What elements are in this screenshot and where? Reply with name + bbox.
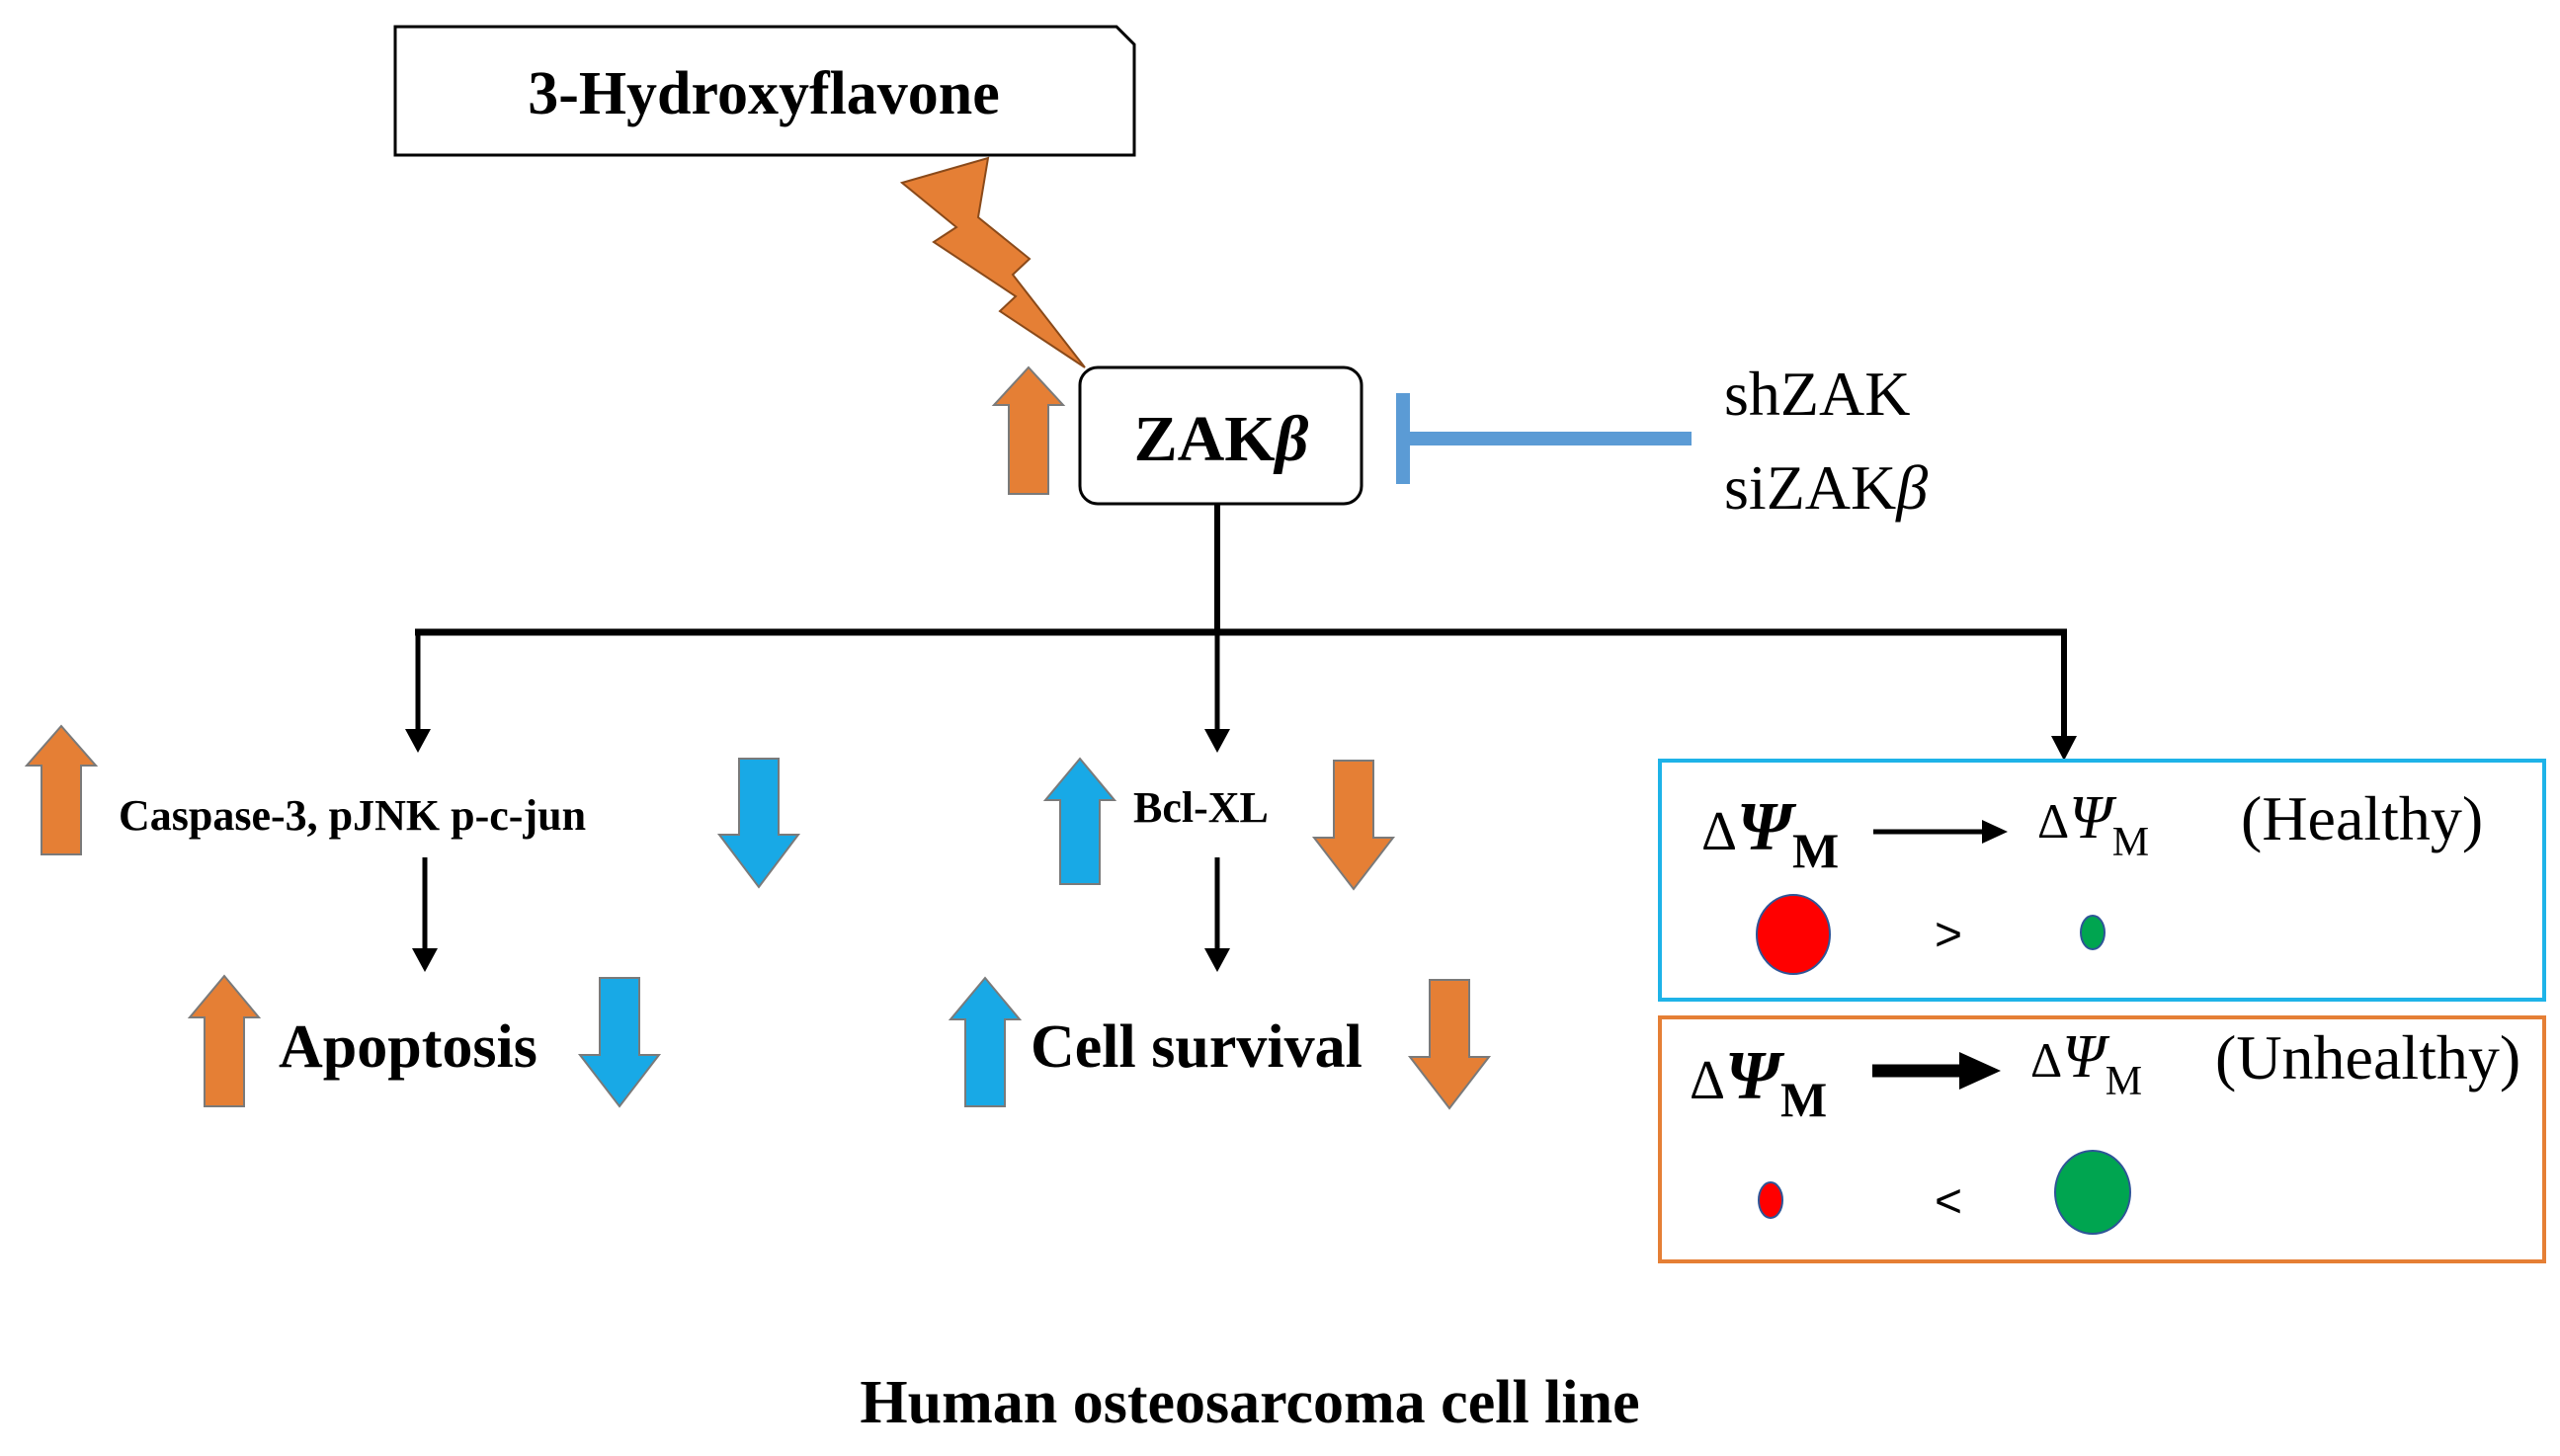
middle-outcome-arrowhead bbox=[1204, 948, 1230, 972]
healthy-green-dot bbox=[2080, 915, 2106, 950]
footer-caption: Human osteosarcoma cell line bbox=[860, 1369, 1639, 1436]
unhealthy-dpsi-right: ΔΨM bbox=[2030, 1023, 2142, 1104]
right-branch-arrowhead bbox=[2051, 736, 2077, 761]
healthy-dpsi-right: ΔΨM bbox=[2037, 784, 2149, 865]
left-outcome-arrowhead bbox=[412, 948, 438, 972]
healthy-label: (Healthy) bbox=[2241, 783, 2483, 853]
left-markers-text: Caspase-3, pJNK p-c-jun bbox=[119, 791, 586, 840]
left-branch-arrowhead bbox=[405, 729, 431, 753]
healthy-arrowhead bbox=[1982, 820, 2008, 844]
middle-markers-text: Bcl-XL bbox=[1133, 783, 1269, 832]
healthy-red-dot bbox=[1756, 894, 1831, 975]
unhealthy-arrowhead bbox=[1959, 1052, 2001, 1090]
survival-label: Cell survival bbox=[1031, 1013, 1363, 1081]
survival-down-arrow-icon bbox=[1407, 979, 1492, 1110]
compound-box bbox=[393, 25, 1136, 157]
zak-box bbox=[1078, 365, 1363, 506]
unhealthy-green-dot bbox=[2054, 1150, 2131, 1235]
apoptosis-down-arrow-icon bbox=[577, 977, 662, 1108]
zak-label: ZAKβ bbox=[1134, 403, 1309, 475]
bclxl-up-arrow-icon bbox=[1042, 757, 1117, 885]
unhealthy-comparator: < bbox=[1935, 1175, 1962, 1228]
healthy-comparator: > bbox=[1935, 909, 1962, 961]
caspase-up-arrow-icon bbox=[24, 724, 99, 855]
lightning-bolt-icon bbox=[899, 156, 1086, 368]
zak-up-arrow-icon bbox=[991, 365, 1066, 495]
middle-branch-arrowhead bbox=[1204, 729, 1230, 753]
apoptosis-up-arrow-icon bbox=[187, 974, 262, 1107]
unhealthy-dpsi-left: ΔΨM bbox=[1690, 1038, 1827, 1127]
apoptosis-label: Apoptosis bbox=[279, 1013, 537, 1081]
unhealthy-label: (Unhealthy) bbox=[2215, 1022, 2520, 1092]
bclxl-down-arrow-icon bbox=[1311, 760, 1396, 891]
caspase-down-arrow-icon bbox=[716, 758, 801, 889]
survival-up-arrow-icon bbox=[948, 976, 1023, 1107]
inhibitor-shzak: shZAK bbox=[1724, 359, 1910, 429]
healthy-dpsi-left: ΔΨM bbox=[1701, 789, 1839, 878]
inhibitor-sizak: siZAKβ bbox=[1724, 452, 1928, 523]
compound-label: 3-Hydroxyflavone bbox=[528, 60, 1000, 127]
unhealthy-red-dot bbox=[1758, 1181, 1783, 1219]
